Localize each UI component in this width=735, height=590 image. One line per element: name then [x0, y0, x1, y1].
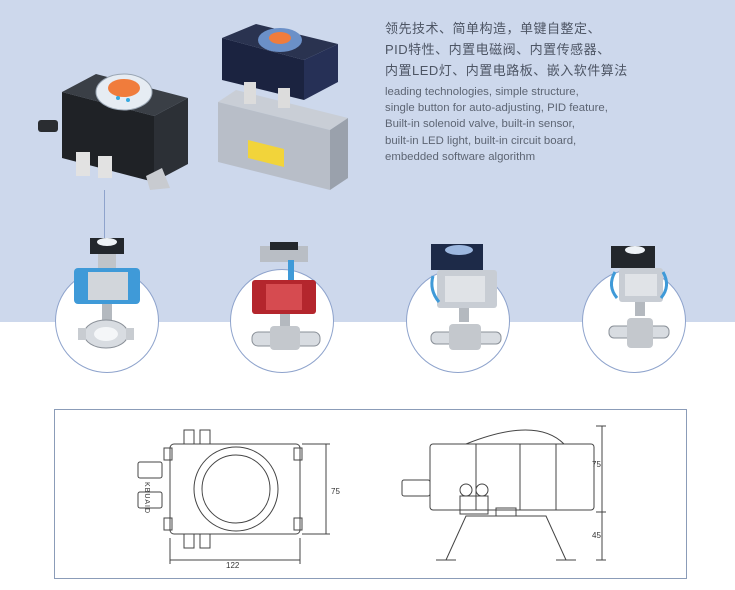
valve-three-way-image — [608, 246, 670, 348]
front-height-dim: 75 — [331, 487, 340, 496]
side-view-drawing — [401, 425, 606, 561]
front-view-drawing — [137, 429, 330, 564]
front-width-dim: 122 — [226, 561, 240, 570]
connector-line — [104, 190, 106, 245]
technical-drawing-frame — [54, 409, 687, 579]
english-line: leading technologies, simple structure, — [385, 86, 579, 98]
positioner-actuator-image — [218, 24, 348, 190]
valve-red-ball-image — [251, 242, 321, 350]
english-line: Built-in solenoid valve, built-in sensor… — [385, 118, 575, 131]
english-line: embedded software algorithm — [385, 150, 536, 163]
chinese-line: 领先技术、简单构造，单键自整定、 — [385, 21, 602, 36]
english-line: built-in LED light, built-in circuit boa… — [385, 134, 577, 147]
chinese-description: 领先技术、简单构造，单键自整定、 PID特性、内置电磁阀、内置传感器、 内置LE… — [385, 18, 725, 81]
valve-blue-butterfly-image — [74, 238, 140, 349]
english-description: leading technologies, simple structure, … — [385, 84, 725, 165]
chinese-line: 内置LED灯、内置电路板、嵌入软件算法 — [385, 63, 628, 78]
drawing-logo-text: KBUAID — [143, 482, 150, 515]
english-line: single button for auto-adjusting, PID fe… — [385, 102, 608, 115]
side-top-height-dim: 75 — [592, 460, 601, 469]
chinese-line: PID特性、内置电磁阀、内置传感器、 — [385, 42, 611, 57]
side-bottom-height-dim: 45 — [592, 531, 601, 540]
positioner-black-image — [38, 73, 188, 190]
valve-sanitary-ball-image — [430, 244, 502, 350]
